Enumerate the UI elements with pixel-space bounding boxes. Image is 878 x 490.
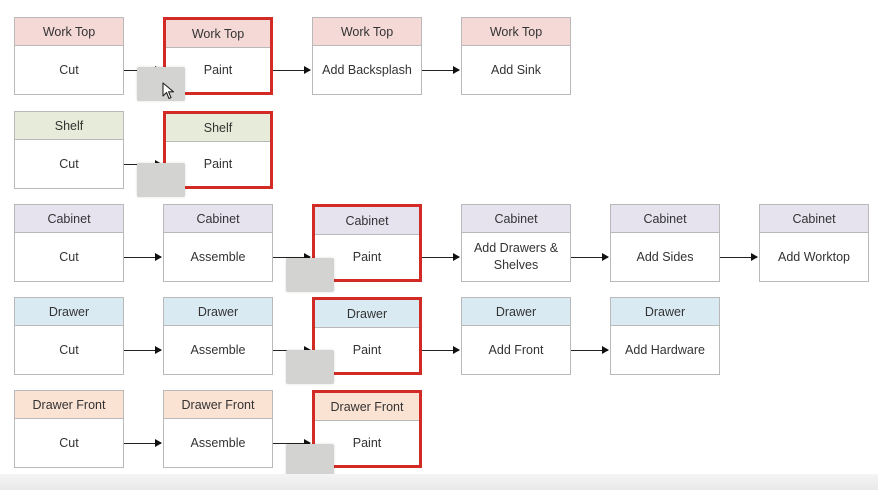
step-title: Cabinet <box>611 205 719 233</box>
step-action: Cut <box>59 342 79 357</box>
step-action: Paint <box>203 62 233 77</box>
drag-handle-overlay[interactable] <box>137 67 185 101</box>
step-title: Cabinet <box>315 207 419 235</box>
step-action: Cut <box>59 156 79 171</box>
step-action: Add Hardware <box>625 342 705 357</box>
step-title: Shelf <box>166 114 270 142</box>
step-action: Paint <box>352 435 382 450</box>
step-action: Assemble <box>190 342 246 357</box>
mouse-cursor-icon <box>162 82 175 100</box>
step-title: Drawer Front <box>315 393 419 421</box>
drag-handle-overlay[interactable] <box>286 444 334 478</box>
step-title: Drawer Front <box>15 391 123 419</box>
step-title: Drawer Front <box>164 391 272 419</box>
step-action: Paint <box>352 249 382 264</box>
step-title: Work Top <box>166 20 270 48</box>
step-title: Cabinet <box>462 205 570 233</box>
bottom-strip <box>0 474 878 490</box>
step-action: Assemble <box>190 249 246 264</box>
step-action: Add Sides <box>636 249 694 264</box>
drag-handle-overlay[interactable] <box>137 163 185 197</box>
step-action: Assemble <box>190 435 246 450</box>
flow-arrow <box>124 253 162 261</box>
step-title: Shelf <box>15 112 123 140</box>
flow-arrow <box>124 346 162 354</box>
step-action: Add Front <box>488 342 544 357</box>
step-action: Add Sink <box>490 62 542 77</box>
step-title: Drawer <box>611 298 719 326</box>
step-action: Add Drawers & Shelves <box>473 241 559 272</box>
step-title: Drawer <box>315 300 419 328</box>
flow-arrow <box>422 346 460 354</box>
step-title: Drawer <box>164 298 272 326</box>
flow-arrow <box>273 253 311 261</box>
step-title: Drawer <box>462 298 570 326</box>
step-title: Drawer <box>15 298 123 326</box>
step-title: Work Top <box>15 18 123 46</box>
step-action: Paint <box>352 342 382 357</box>
flow-arrow <box>571 253 609 261</box>
flow-arrow <box>273 66 311 74</box>
step-action: Paint <box>203 156 233 171</box>
flow-arrow <box>571 346 609 354</box>
step-action: Cut <box>59 249 79 264</box>
flow-arrow <box>273 439 311 447</box>
step-action: Cut <box>59 62 79 77</box>
step-title: Cabinet <box>164 205 272 233</box>
drag-handle-overlay[interactable] <box>286 350 334 384</box>
step-title: Work Top <box>313 18 421 46</box>
step-title: Cabinet <box>760 205 868 233</box>
step-action: Cut <box>59 435 79 450</box>
flow-arrow <box>422 253 460 261</box>
flow-arrow <box>422 66 460 74</box>
step-title: Work Top <box>462 18 570 46</box>
flow-arrow <box>720 253 758 261</box>
step-title: Cabinet <box>15 205 123 233</box>
step-action: Add Backsplash <box>322 62 412 77</box>
drag-handle-overlay[interactable] <box>286 258 334 292</box>
flow-arrow <box>124 439 162 447</box>
step-action: Add Worktop <box>777 249 851 264</box>
